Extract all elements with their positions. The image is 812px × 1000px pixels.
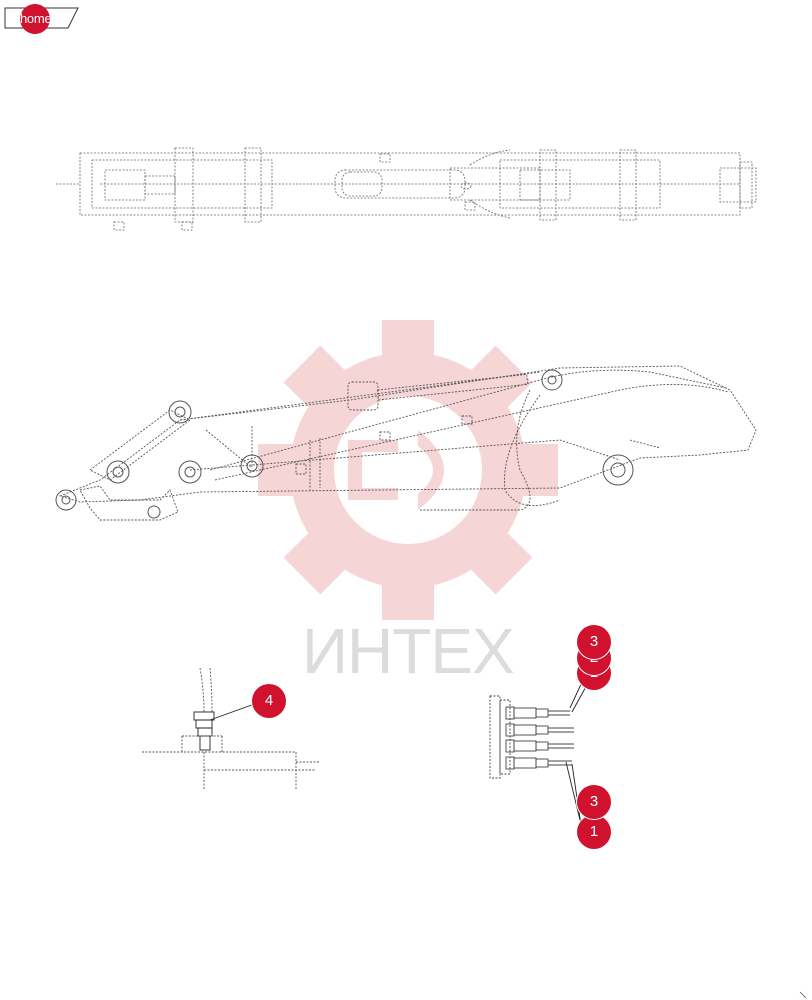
boom-top-view: [56, 147, 757, 231]
watermark-text: ИНТЕХ: [302, 615, 515, 687]
callout-3-top[interactable]: 3: [577, 625, 611, 659]
corner-mark: [799, 991, 807, 999]
home-label: home: [20, 4, 50, 34]
home-tab-outline-icon: [4, 7, 79, 29]
callout-1-bottom[interactable]: 1: [577, 815, 611, 849]
callout-4[interactable]: 4: [252, 684, 286, 718]
home-button[interactable]: home: [4, 4, 80, 34]
boom-pin-joints: [55, 369, 634, 519]
hose-fitting-4: [505, 756, 572, 770]
hose-fitting-2: [505, 723, 574, 737]
watermark-gear-icon: [258, 320, 558, 620]
hose-fitting-3: [505, 739, 574, 753]
fitting-detail-view: [142, 667, 320, 790]
boom-side-view: [58, 365, 757, 521]
hose-fitting-1: [505, 706, 570, 720]
callout-3-bottom[interactable]: 3: [577, 785, 611, 819]
